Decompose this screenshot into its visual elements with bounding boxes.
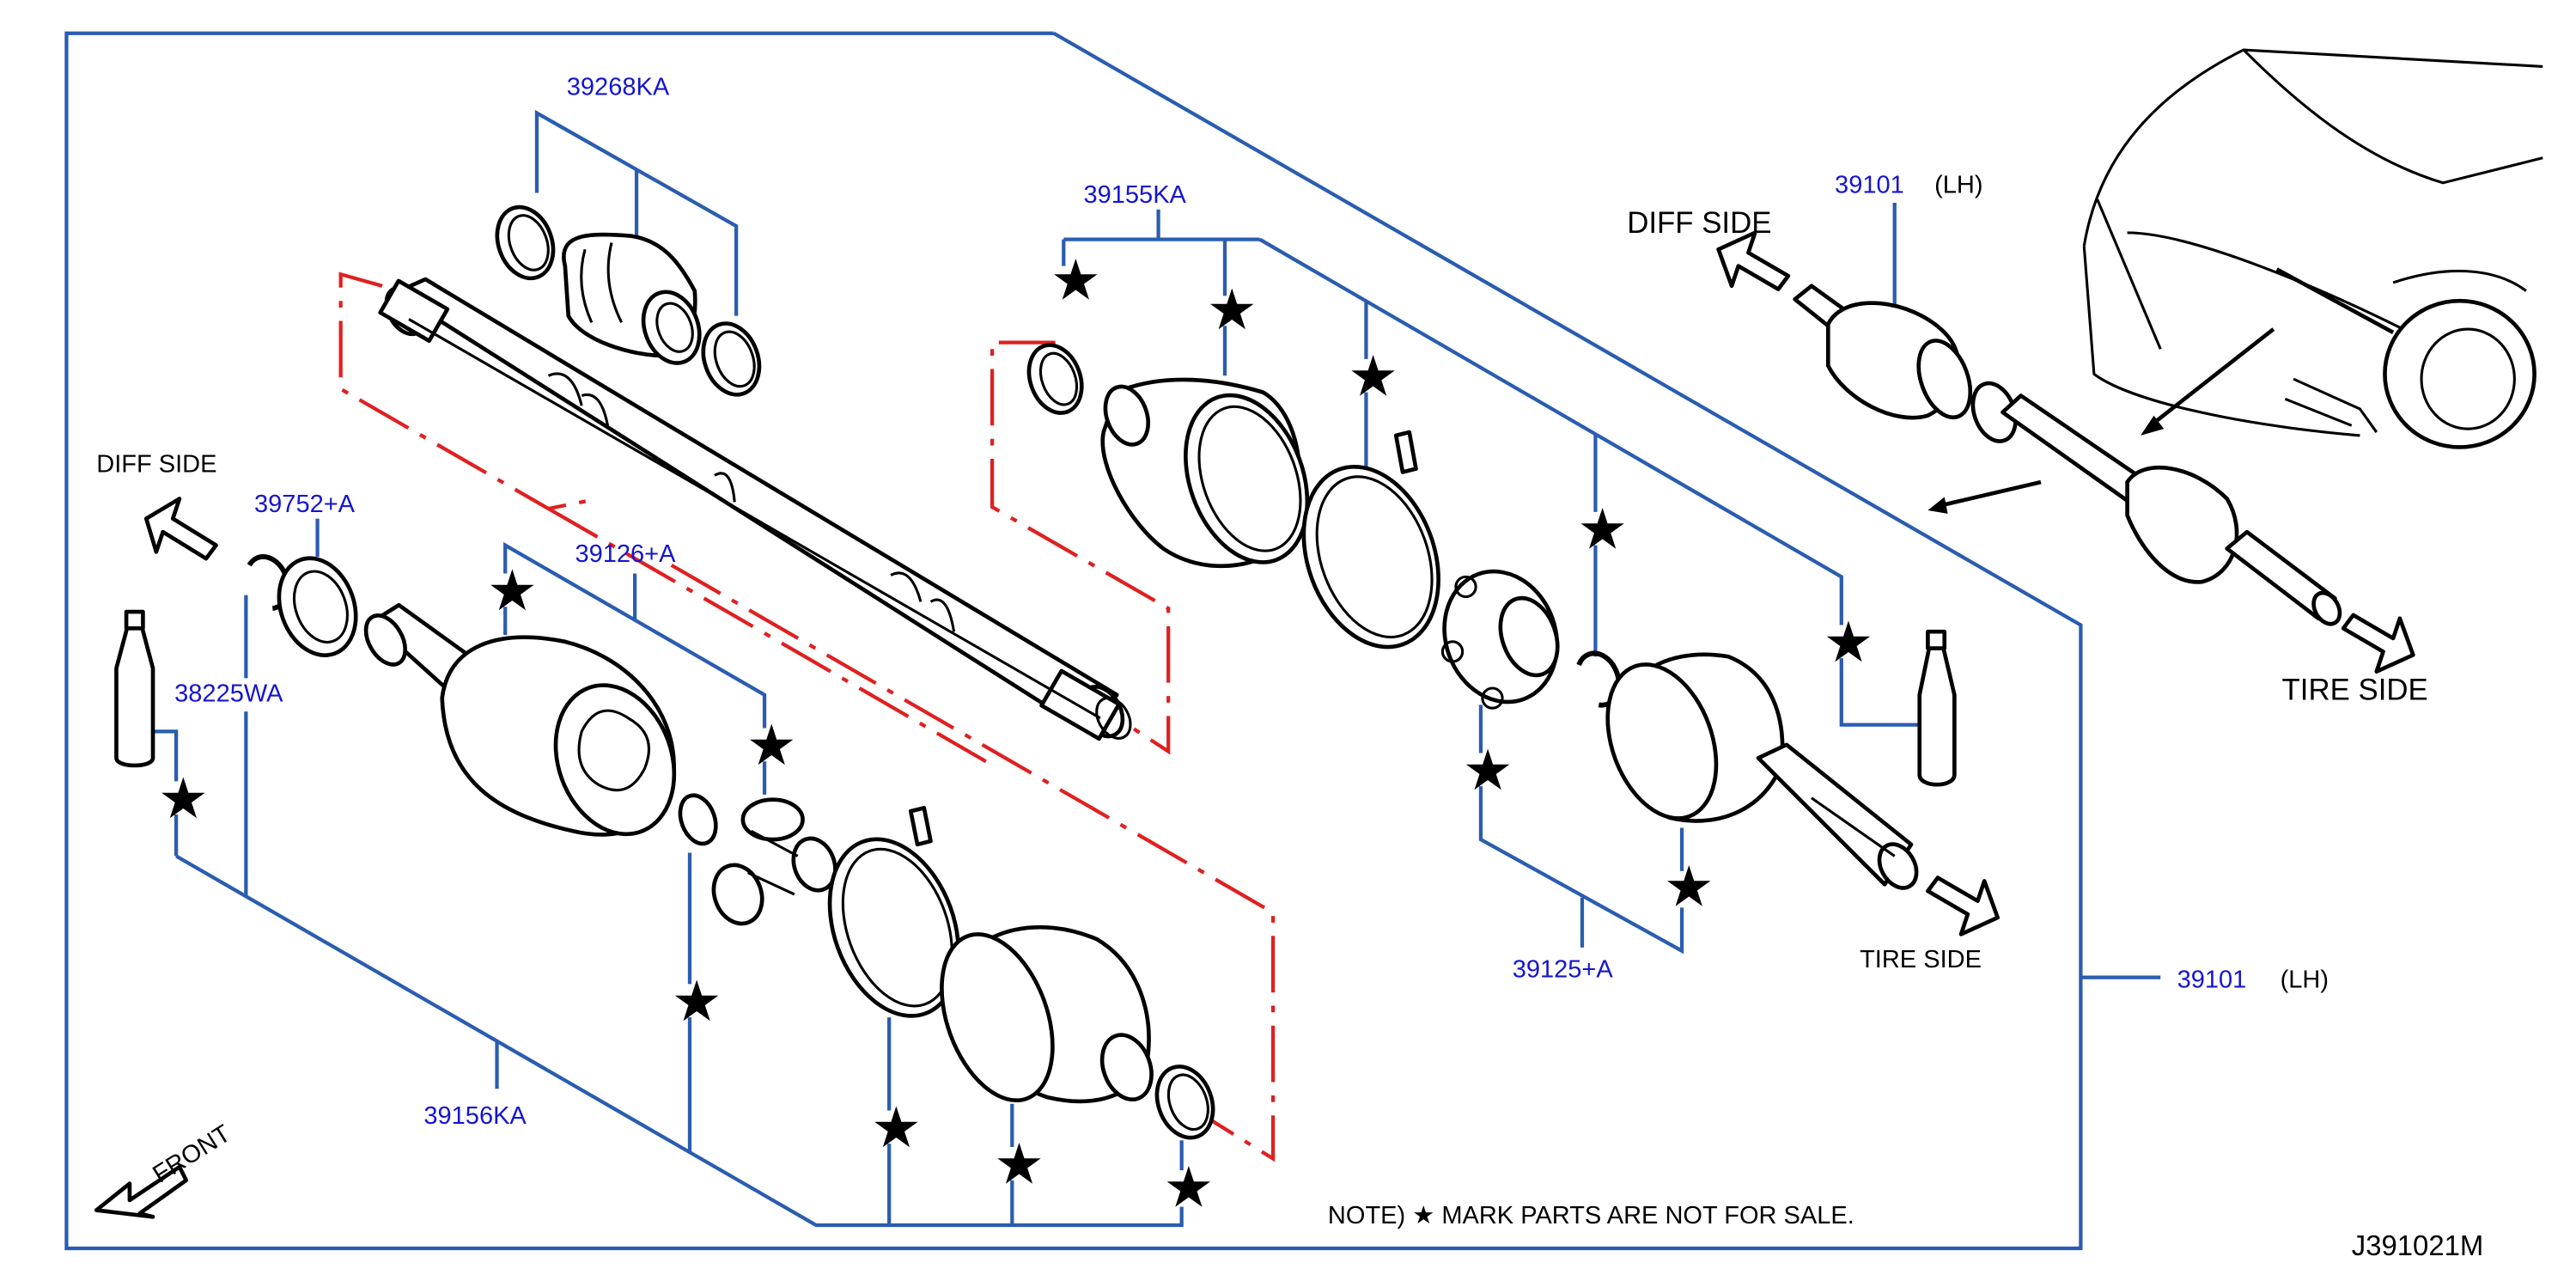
complete-shaft-drawing — [1793, 284, 2342, 626]
part-label-39268ka[interactable]: 39268KA — [567, 73, 670, 101]
outer-joint-drawing — [1440, 569, 1919, 890]
39156ka-boot-drawing — [827, 805, 1215, 1140]
direction-arrow-icon — [1940, 479, 2042, 508]
star-marks: ★ ★ ★ ★ ★ ★ ★ ★ ★ ★ ★ ★ ★ ★ — [158, 247, 1874, 1220]
diff-side-top-arrow-icon — [1716, 230, 1791, 291]
part-label-39101-right[interactable]: 39101 — [2177, 966, 2247, 993]
part-number-labels[interactable]: 39268KA 39155KA 39101 (LH) 39752+A 39126… — [174, 73, 2329, 1130]
star-mark: ★ — [158, 766, 209, 832]
star-mark: ★ — [672, 968, 722, 1034]
car-pointer-arrow-icon — [2149, 327, 2275, 428]
inner-joint-drawing — [247, 554, 837, 926]
grease-tubes-drawing — [114, 609, 1957, 787]
front-arrow-icon — [94, 1164, 189, 1219]
39155ka-boot-drawing — [1026, 343, 1440, 650]
star-mark: ★ — [1463, 737, 1513, 803]
star-mark: ★ — [1163, 1155, 1214, 1221]
part-label-39101-top[interactable]: 39101 — [1835, 171, 1904, 198]
part-label-39156ka[interactable]: 39156KA — [423, 1102, 527, 1130]
long-shaft-drawing — [378, 277, 1132, 741]
star-mark: ★ — [994, 1132, 1044, 1198]
star-mark: ★ — [487, 558, 538, 624]
part-label-39752a[interactable]: 39752+A — [254, 491, 356, 518]
part-label-39126a[interactable]: 39126+A — [575, 540, 676, 568]
part-label-39125a[interactable]: 39125+A — [1513, 956, 1614, 984]
phantom-lines — [338, 271, 1276, 1162]
star-mark: ★ — [1348, 343, 1398, 409]
star-mark: ★ — [1664, 853, 1714, 919]
leader-lines — [134, 109, 2161, 1228]
star-mark: ★ — [746, 712, 797, 778]
part-label-38225wa[interactable]: 38225WA — [174, 680, 283, 707]
diagram-code: J391021M — [2352, 1229, 2484, 1261]
tire-side-mid-arrow-icon — [1926, 875, 2000, 936]
main-frame — [64, 31, 2083, 1251]
part-label-39155ka[interactable]: 39155KA — [1084, 181, 1187, 209]
tire-side-top-label: TIRE SIDE — [2282, 674, 2428, 707]
diff-side-left-label: DIFF SIDE — [96, 450, 216, 478]
diff-side-top-label: DIFF SIDE — [1627, 206, 1771, 240]
star-mark: ★ — [1824, 609, 1874, 675]
star-mark: ★ — [1050, 247, 1101, 313]
arrows — [94, 230, 2415, 1219]
diff-side-left-arrow-icon — [143, 497, 218, 561]
star-mark: ★ — [1577, 496, 1628, 562]
vehicle-outline-drawing — [2082, 48, 2543, 449]
star-mark: ★ — [871, 1095, 922, 1161]
note-text: NOTE) ★ MARK PARTS ARE NOT FOR SALE. — [1328, 1202, 1854, 1229]
front-label: FRONT — [149, 1119, 236, 1188]
side-label-lh-right: (LH) — [2281, 966, 2329, 993]
tire-side-mid-label: TIRE SIDE — [1860, 946, 1982, 973]
star-mark: ★ — [1207, 277, 1258, 343]
39268ka-boot-drawing — [495, 204, 762, 397]
tire-side-top-arrow-icon — [2341, 613, 2415, 674]
side-label-lh-top: (LH) — [1934, 171, 1982, 198]
